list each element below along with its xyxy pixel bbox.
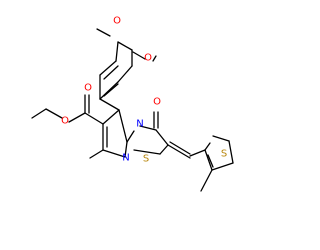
atom-label-oxygen: O	[61, 116, 69, 127]
atom-labels: O O O O O N N S S	[61, 16, 227, 165]
chemical-structure-diagram: O O O O O N N S S	[31, 16, 234, 192]
atom-label-oxygen: O	[153, 97, 161, 108]
atom-label-oxygen: O	[113, 16, 121, 27]
atom-label-sulfur: S	[143, 154, 149, 165]
bond-lines	[31, 28, 234, 192]
atom-label-nitrogen: N	[136, 119, 143, 130]
atom-label-oxygen: O	[144, 53, 152, 64]
atom-label-nitrogen: N	[122, 153, 129, 164]
atom-label-oxygen: O	[84, 83, 92, 94]
atom-label-sulfur: S	[221, 149, 227, 160]
